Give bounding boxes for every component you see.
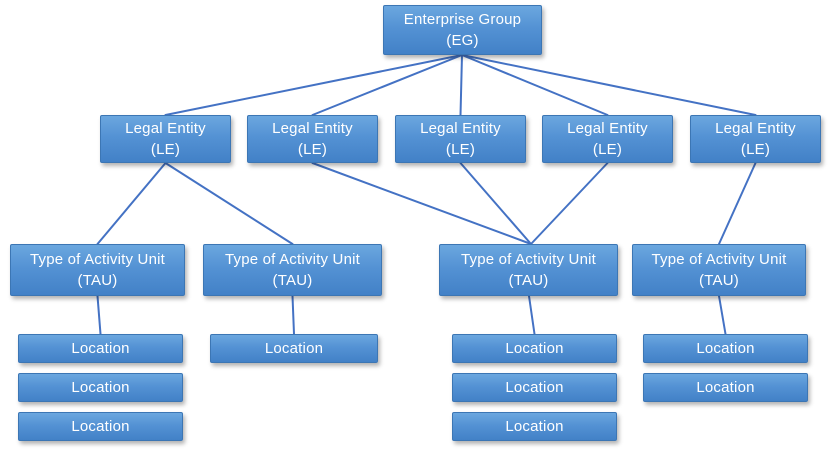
node-legal-entity-label: Legal Entity [272, 119, 353, 137]
node-location-2-1: Location [210, 334, 378, 363]
node-legal-entity-2: Legal Entity (LE) [247, 115, 378, 163]
node-location-label: Location [505, 417, 564, 435]
node-legal-entity-abbr: (LE) [150, 141, 181, 158]
edge-le2-tau3 [311, 162, 532, 245]
edge-le1-tau1 [96, 162, 167, 245]
edge-tau1-location [96, 295, 102, 335]
edge-eg-le4 [461, 54, 609, 116]
node-tau-abbr: (TAU) [272, 272, 313, 289]
node-location-label: Location [505, 378, 564, 396]
node-legal-entity-1: Legal Entity (LE) [100, 115, 231, 163]
node-legal-entity-label: Legal Entity [715, 119, 796, 137]
node-tau-abbr: (TAU) [699, 272, 739, 289]
node-location-label: Location [71, 417, 130, 435]
node-location-3-3: Location [452, 412, 617, 441]
node-enterprise-group-abbr: (EG) [446, 32, 479, 49]
node-tau-label: Type of Activity Unit [651, 250, 787, 268]
edge-le4-tau3 [530, 162, 609, 245]
node-location-1-1: Location [18, 334, 183, 363]
edge-le3-tau3 [459, 162, 532, 245]
edge-eg-le1 [164, 54, 463, 116]
node-legal-entity-abbr: (LE) [740, 141, 771, 158]
node-tau-1: Type of Activity Unit (TAU) [10, 244, 185, 296]
node-tau-label: Type of Activity Unit [460, 250, 597, 268]
node-location-label: Location [505, 339, 564, 357]
node-location-4-2: Location [643, 373, 808, 402]
node-enterprise-group: Enterprise Group (EG) [383, 5, 542, 55]
node-legal-entity-5: Legal Entity (LE) [690, 115, 821, 163]
node-location-label: Location [696, 339, 755, 357]
edge-le1-tau2 [164, 162, 294, 245]
edge-tau4-location [718, 295, 727, 335]
edge-le5-tau4 [718, 162, 757, 245]
node-location-1-2: Location [18, 373, 183, 402]
node-legal-entity-label: Legal Entity [420, 119, 501, 137]
node-location-label: Location [696, 378, 755, 396]
node-location-4-1: Location [643, 334, 808, 363]
node-location-label: Location [264, 339, 324, 357]
node-legal-entity-abbr: (LE) [592, 141, 623, 158]
node-tau-abbr: (TAU) [77, 272, 118, 289]
node-legal-entity-label: Legal Entity [125, 119, 206, 137]
node-enterprise-group-label: Enterprise Group [403, 10, 522, 28]
node-location-label: Location [71, 378, 130, 396]
node-location-1-3: Location [18, 412, 183, 441]
node-location-3-2: Location [452, 373, 617, 402]
edge-tau3-location [528, 295, 536, 335]
node-tau-2: Type of Activity Unit (TAU) [203, 244, 382, 296]
node-legal-entity-3: Legal Entity (LE) [395, 115, 526, 163]
edge-eg-le2 [311, 54, 463, 116]
node-legal-entity-label: Legal Entity [567, 119, 648, 137]
node-legal-entity-abbr: (LE) [297, 141, 328, 158]
node-tau-label: Type of Activity Unit [29, 250, 166, 268]
node-location-label: Location [71, 339, 130, 357]
node-legal-entity-4: Legal Entity (LE) [542, 115, 673, 163]
edge-eg-le3 [459, 54, 463, 116]
node-tau-abbr: (TAU) [508, 272, 549, 289]
edge-tau2-location [291, 295, 295, 335]
node-tau-3: Type of Activity Unit (TAU) [439, 244, 618, 296]
node-legal-entity-abbr: (LE) [445, 141, 476, 158]
node-tau-label: Type of Activity Unit [224, 250, 361, 268]
node-tau-4: Type of Activity Unit (TAU) [632, 244, 806, 296]
edge-eg-le5 [461, 54, 757, 116]
node-location-3-1: Location [452, 334, 617, 363]
